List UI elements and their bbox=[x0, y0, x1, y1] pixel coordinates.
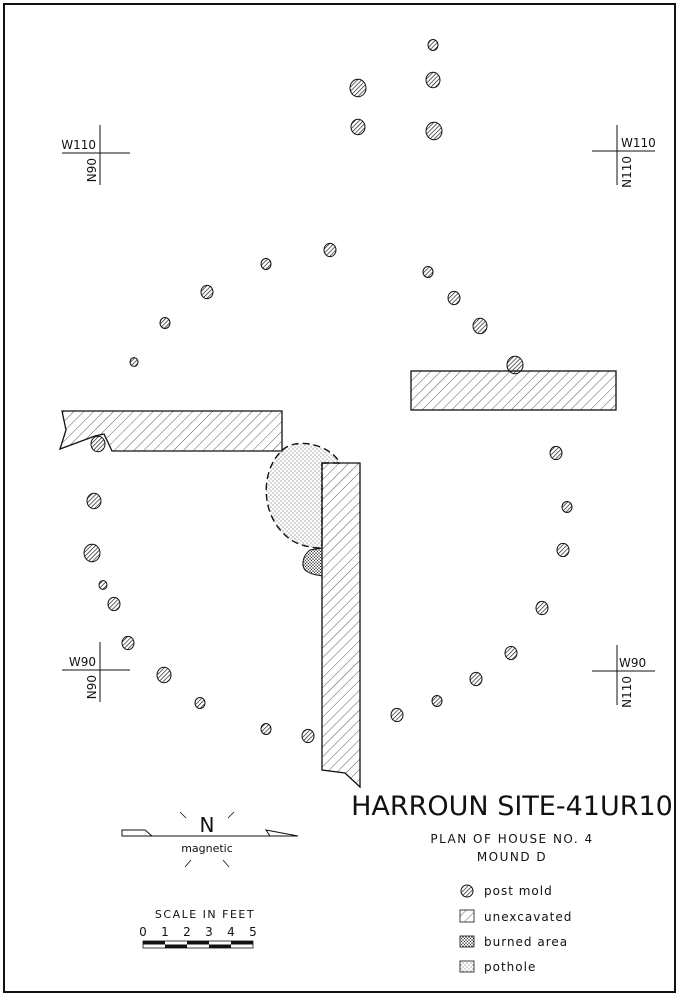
scale-tick-label: 5 bbox=[249, 925, 257, 939]
post-mold bbox=[349, 78, 367, 98]
post-mold bbox=[427, 39, 439, 51]
post-mold bbox=[83, 543, 101, 563]
grid-label-w: W90 bbox=[619, 656, 646, 670]
post-mold bbox=[90, 435, 106, 453]
grid-marker-w110-n90: W110 N90 bbox=[61, 125, 130, 185]
map-title: HARROUN SITE-41UR10 bbox=[351, 791, 673, 822]
post-mold bbox=[447, 290, 461, 306]
pothole-swatch-icon bbox=[459, 960, 475, 973]
unexcavated-area-east bbox=[410, 370, 617, 411]
arrow-head bbox=[264, 829, 299, 837]
north-letter: N bbox=[200, 813, 215, 837]
post-mold bbox=[431, 695, 443, 707]
legend-item-burned-area: burned area bbox=[459, 935, 568, 949]
burned-area bbox=[302, 547, 323, 577]
post-mold bbox=[323, 242, 337, 258]
post-mold bbox=[504, 645, 518, 661]
post-mold bbox=[561, 501, 573, 513]
mound-label: MOUND D bbox=[477, 850, 547, 864]
post-mold bbox=[425, 121, 443, 141]
scale-title: SCALE IN FEET bbox=[155, 908, 255, 921]
scale-tick-label: 2 bbox=[183, 925, 191, 939]
post-mold bbox=[390, 707, 404, 723]
north-label: magnetic bbox=[181, 842, 233, 855]
north-rays bbox=[179, 811, 235, 868]
grid-label-n: N90 bbox=[85, 158, 99, 182]
scale-tick-label: 3 bbox=[205, 925, 213, 939]
legend-item-unexcavated: unexcavated bbox=[459, 909, 572, 924]
grid-label-n: N110 bbox=[620, 676, 634, 708]
post-mold bbox=[350, 118, 366, 136]
post-mold bbox=[194, 697, 206, 709]
scale-tick-label: 4 bbox=[227, 925, 235, 939]
post-mold-swatch-icon bbox=[460, 884, 474, 898]
post-mold bbox=[506, 355, 524, 375]
post-mold bbox=[121, 635, 135, 651]
legend-item-post-mold: post mold bbox=[460, 884, 553, 898]
grid-marker-w90-n90: W90 N90 bbox=[62, 642, 130, 702]
scale-tick-label: 1 bbox=[161, 925, 169, 939]
grid-label-w: W90 bbox=[69, 655, 96, 669]
grid-marker-w90-n110: W90 N110 bbox=[592, 645, 655, 708]
legend-label: pothole bbox=[484, 960, 536, 974]
north-arrow: N magnetic bbox=[121, 811, 299, 868]
post-mold bbox=[549, 445, 563, 461]
post-mold bbox=[86, 492, 102, 510]
post-mold bbox=[556, 542, 570, 558]
post-molds bbox=[83, 39, 573, 744]
grid-label-n: N110 bbox=[620, 156, 634, 188]
map-subtitle: PLAN OF HOUSE NO. 4 bbox=[430, 832, 593, 846]
post-mold bbox=[129, 357, 139, 367]
legend-label: unexcavated bbox=[484, 910, 572, 924]
legend-item-pothole: pothole bbox=[459, 960, 536, 974]
grid-label-w: W110 bbox=[621, 136, 656, 150]
burned-area-swatch-icon bbox=[459, 935, 475, 948]
post-mold bbox=[301, 728, 315, 744]
map-border bbox=[3, 3, 676, 993]
post-mold bbox=[469, 671, 483, 687]
arrow-tail bbox=[121, 829, 154, 837]
post-mold bbox=[422, 266, 434, 278]
unexcavated-area-central bbox=[321, 462, 361, 789]
scale-tick-label: 0 bbox=[139, 925, 147, 939]
post-mold bbox=[156, 666, 172, 684]
post-mold bbox=[98, 580, 108, 590]
post-mold bbox=[535, 600, 549, 616]
legend-label: post mold bbox=[484, 884, 553, 898]
legend-label: burned area bbox=[484, 935, 568, 949]
post-mold bbox=[472, 317, 488, 335]
grid-marker-w110-n110: W110 N110 bbox=[592, 125, 656, 188]
post-mold bbox=[260, 723, 272, 735]
post-mold bbox=[107, 596, 121, 612]
post-mold bbox=[425, 71, 441, 89]
post-mold bbox=[200, 284, 214, 300]
post-mold bbox=[260, 258, 272, 270]
unexcavated-area-west bbox=[58, 410, 283, 452]
grid-label-w: W110 bbox=[61, 138, 96, 152]
grid-label-n: N90 bbox=[85, 675, 99, 699]
legend: post mold unexcavated burned area pothol… bbox=[459, 884, 572, 974]
unexcavated-swatch-icon bbox=[459, 909, 475, 923]
post-mold bbox=[159, 317, 171, 329]
